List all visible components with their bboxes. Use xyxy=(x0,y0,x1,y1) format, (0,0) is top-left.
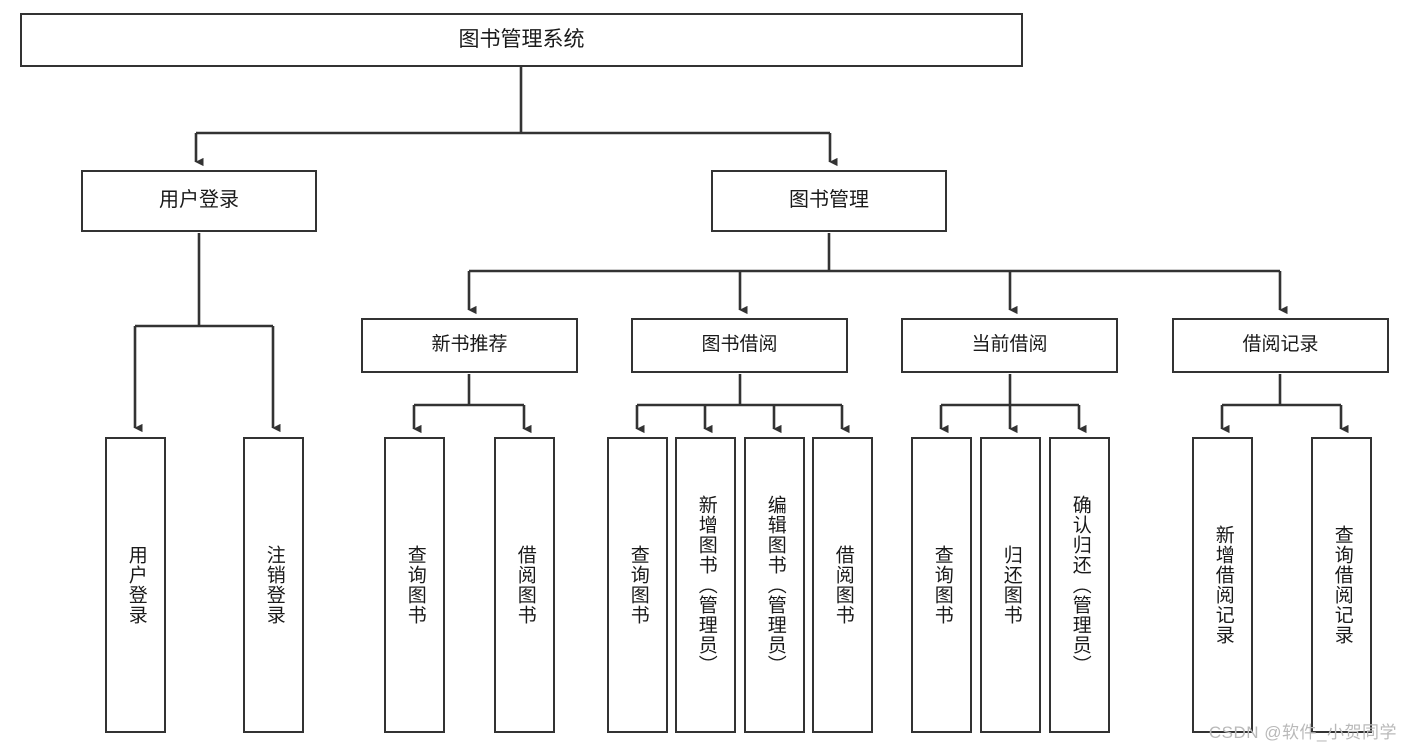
leaf-query-books-borrow-label: 查询图书 xyxy=(627,545,649,625)
node-book-borrowing-label: 图书借阅 xyxy=(701,334,778,356)
leaf-user-login[interactable]: 用户登录 xyxy=(105,437,166,733)
leaf-user-login-label: 用户登录 xyxy=(125,545,147,625)
leaf-return-books-label: 归还图书 xyxy=(1000,545,1022,625)
node-borrowing-records-label: 借阅记录 xyxy=(1242,334,1319,356)
leaf-query-books-rec[interactable]: 查询图书 xyxy=(384,437,445,733)
node-root-label: 图书管理系统 xyxy=(458,27,585,51)
leaf-add-book-admin-label: 新增图书（管理员） xyxy=(695,495,717,675)
leaf-query-borrow-record[interactable]: 查询借阅记录 xyxy=(1311,437,1372,733)
node-current-borrowing[interactable]: 当前借阅 xyxy=(901,318,1118,373)
leaf-logout[interactable]: 注销登录 xyxy=(243,437,304,733)
node-root[interactable]: 图书管理系统 xyxy=(20,13,1023,67)
leaf-borrow-books-label: 借阅图书 xyxy=(832,545,854,625)
leaf-confirm-return-admin-label: 确认归还（管理员） xyxy=(1069,495,1091,675)
node-borrowing-records[interactable]: 借阅记录 xyxy=(1172,318,1389,373)
leaf-return-books[interactable]: 归还图书 xyxy=(980,437,1041,733)
leaf-query-books-borrow[interactable]: 查询图书 xyxy=(607,437,668,733)
node-user-login-label: 用户登录 xyxy=(159,189,239,212)
node-book-management[interactable]: 图书管理 xyxy=(711,170,947,232)
leaf-edit-book-admin-label: 编辑图书（管理员） xyxy=(764,495,786,675)
node-user-login[interactable]: 用户登录 xyxy=(81,170,317,232)
leaf-query-books-current[interactable]: 查询图书 xyxy=(911,437,972,733)
leaf-query-borrow-record-label: 查询借阅记录 xyxy=(1331,525,1353,645)
node-current-borrowing-label: 当前借阅 xyxy=(971,334,1048,356)
leaf-edit-book-admin[interactable]: 编辑图书（管理员） xyxy=(744,437,805,733)
watermark: CSDN @软件_小贺同学 xyxy=(1208,723,1397,742)
leaf-add-borrow-record[interactable]: 新增借阅记录 xyxy=(1192,437,1253,733)
leaf-borrow-books-rec[interactable]: 借阅图书 xyxy=(494,437,555,733)
leaf-query-books-rec-label: 查询图书 xyxy=(404,545,426,625)
leaf-query-books-current-label: 查询图书 xyxy=(931,545,953,625)
leaf-add-book-admin[interactable]: 新增图书（管理员） xyxy=(675,437,736,733)
leaf-add-borrow-record-label: 新增借阅记录 xyxy=(1212,525,1234,645)
node-book-management-label: 图书管理 xyxy=(789,189,869,212)
leaf-logout-label: 注销登录 xyxy=(263,545,285,625)
leaf-borrow-books-rec-label: 借阅图书 xyxy=(514,545,536,625)
node-book-borrowing[interactable]: 图书借阅 xyxy=(631,318,848,373)
leaf-borrow-books[interactable]: 借阅图书 xyxy=(812,437,873,733)
node-new-book-recommendation-label: 新书推荐 xyxy=(431,334,508,356)
leaf-confirm-return-admin[interactable]: 确认归还（管理员） xyxy=(1049,437,1110,733)
node-new-book-recommendation[interactable]: 新书推荐 xyxy=(361,318,578,373)
